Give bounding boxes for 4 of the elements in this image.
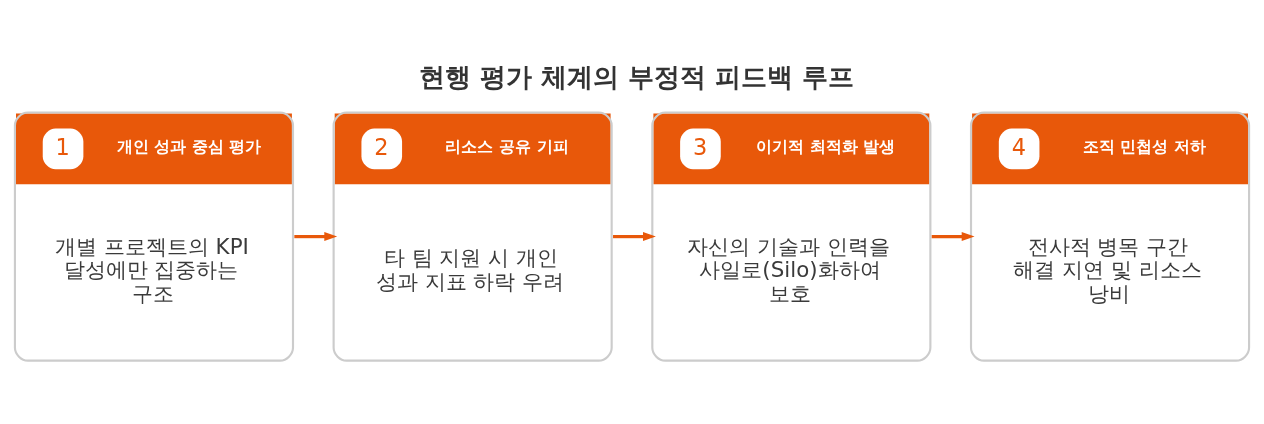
arrow	[613, 232, 656, 242]
diagram-title: 현행 평가 체계의 부정적 피드백 루프	[419, 62, 854, 93]
arrow	[294, 232, 338, 242]
arrow	[931, 232, 975, 242]
